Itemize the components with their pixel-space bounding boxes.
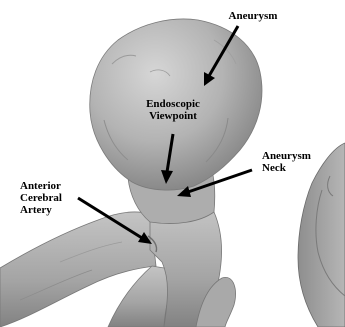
endoscopic-viewpoint-line2: Viewpoint [133,110,213,122]
aneurysm-neck-line1: Aneurysm [262,150,332,162]
aneurysm-label: Aneurysm [218,10,288,22]
endoscopic-viewpoint-label: Endoscopic Viewpoint [133,98,213,122]
endoscopic-viewpoint-line1: Endoscopic [133,98,213,110]
anterior-cerebral-artery-line3: Artery [20,204,90,216]
aneurysm-neck-line2: Neck [262,162,332,174]
anterior-cerebral-artery-line2: Cerebral [20,192,90,204]
aneurysm-label-text: Aneurysm [218,10,288,22]
anterior-cerebral-artery-line1: Anterior [20,180,90,192]
aneurysm-neck-label: Aneurysm Neck [262,150,332,174]
anterior-cerebral-artery-label: Anterior Cerebral Artery [20,180,90,216]
